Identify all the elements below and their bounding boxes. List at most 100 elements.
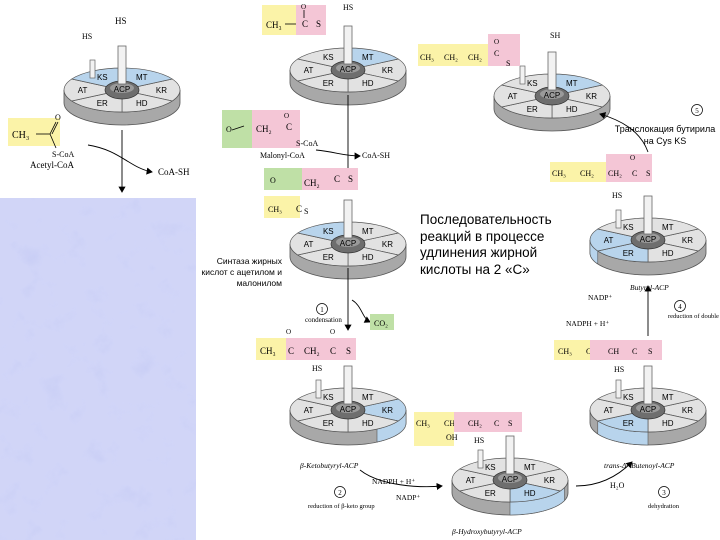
- ch2-label: CH₂: [304, 346, 320, 356]
- side-caption: Синтаза жирных кислот с ацетилом и малон…: [201, 256, 282, 288]
- s-label: S: [304, 207, 308, 216]
- o-label: O: [286, 328, 291, 336]
- o-label: O: [284, 112, 289, 120]
- domain-at: [589, 398, 649, 422]
- domain-label-hd: HD: [362, 253, 374, 262]
- domain-label-at: AT: [304, 406, 314, 415]
- domain-label-mt: MT: [362, 53, 374, 62]
- domain-at: [589, 228, 649, 252]
- domain-label-hd: HD: [524, 489, 536, 498]
- domain-label-acp: ACP: [502, 475, 518, 484]
- butenoyl-label: trans-Δ²-Butenoyl-ACP: [604, 461, 675, 470]
- domain-label-kr: KR: [682, 236, 693, 245]
- acp-arm: [343, 365, 353, 405]
- butyryl-ks-yellow: [418, 44, 488, 66]
- c-label: C: [286, 122, 292, 132]
- coa-sh-label: CoA-SH: [158, 167, 190, 177]
- domain-label-mt: MT: [362, 393, 374, 402]
- domain-label-at: AT: [466, 476, 476, 485]
- condensation-label: condensation: [305, 316, 342, 324]
- arrow-malonyl-load: [315, 149, 361, 160]
- domain-label-hd: HD: [362, 79, 374, 88]
- butenoyl-yellow: [554, 340, 590, 360]
- acp-arm: [117, 45, 127, 85]
- c-label: C: [302, 19, 308, 29]
- coa-sh-label: CoA-SH: [362, 151, 390, 160]
- o-label: O: [630, 154, 635, 162]
- acetyl-coa-label: Acetyl-CoA: [30, 160, 74, 170]
- acp-hub-shine: [498, 473, 522, 483]
- domain-label-hd: HD: [566, 105, 578, 114]
- c-label: C: [288, 346, 294, 356]
- c-label: C: [330, 346, 336, 356]
- hydroxy-yellow: [414, 412, 454, 446]
- domain-label-mt: MT: [362, 227, 374, 236]
- ch3-label: CH₃: [416, 419, 430, 428]
- ch2-label: CH₂: [256, 124, 272, 134]
- s-label: S: [346, 346, 351, 356]
- ks-cys-pin: [615, 209, 622, 229]
- hs-label: HS: [614, 365, 624, 374]
- domain-label-at: AT: [604, 406, 614, 415]
- domain-label-ks: KS: [323, 227, 334, 236]
- step-2-circle-label: 2: [338, 489, 342, 497]
- butyryl-pink: [606, 154, 652, 182]
- bond: [51, 121, 59, 135]
- ks-cys-pin: [315, 379, 322, 399]
- bound-malonyl-green: [264, 168, 302, 190]
- ch3-label: CH₃: [552, 169, 566, 178]
- bound-malonyl-pink: [302, 168, 358, 190]
- ks-cys-pin: [615, 379, 622, 399]
- butenoyl-pink: [590, 340, 662, 360]
- bound-acetyl-yellow: [264, 196, 300, 218]
- acp-arm: [643, 195, 653, 235]
- domain-label-ks: KS: [323, 53, 334, 62]
- domain-label-er: ER: [527, 105, 538, 114]
- domain-label-mt: MT: [524, 463, 536, 472]
- domain-at: [289, 398, 349, 422]
- hs-label-ks: HS: [82, 32, 92, 41]
- domain-label-er: ER: [485, 489, 496, 498]
- domain-kr: [551, 84, 611, 108]
- ch2-label: CH₂: [580, 169, 594, 178]
- malonyl-thio-box: [252, 110, 300, 148]
- domain-label-er: ER: [97, 99, 108, 108]
- hs-label: HS: [312, 364, 322, 373]
- ch2-label: CH₂: [304, 178, 320, 188]
- hs-label: HS: [115, 16, 127, 26]
- hs-label: HS: [474, 436, 484, 445]
- bond: [49, 133, 57, 149]
- o-label: O: [270, 176, 276, 185]
- domain-label-hd: HD: [362, 419, 374, 428]
- dehydration-label: dehydration: [648, 503, 680, 510]
- domain-kr: [347, 232, 407, 256]
- domain-label-hd: HD: [662, 419, 674, 428]
- step-5-circle: [691, 104, 703, 116]
- acp-hub-shine: [336, 237, 360, 247]
- acp-arm: [343, 25, 353, 65]
- domain-label-hd: HD: [136, 99, 148, 108]
- nadp-label: NADP⁺: [396, 493, 420, 502]
- domain-at: [289, 58, 349, 82]
- domain-label-at: AT: [508, 92, 518, 101]
- domain-label-acp: ACP: [340, 65, 356, 74]
- butyryl-label: Butyryl-ACP: [630, 283, 669, 292]
- domain-label-acp: ACP: [340, 405, 356, 414]
- keto-pink: [286, 338, 356, 360]
- ch3-label: CH₃: [268, 205, 282, 214]
- sh-label: SH: [550, 31, 560, 40]
- nadph-label: NADPH + H⁺: [372, 477, 415, 486]
- domain-label-acp: ACP: [640, 405, 656, 414]
- domain-label-kr: KR: [682, 406, 693, 415]
- hydroxy-pink: [454, 412, 522, 432]
- acp-hub-shine: [636, 403, 660, 413]
- keto-yellow: [256, 338, 286, 360]
- arrow-acetyl-load: [87, 144, 153, 175]
- acp-hub-shine: [110, 83, 134, 93]
